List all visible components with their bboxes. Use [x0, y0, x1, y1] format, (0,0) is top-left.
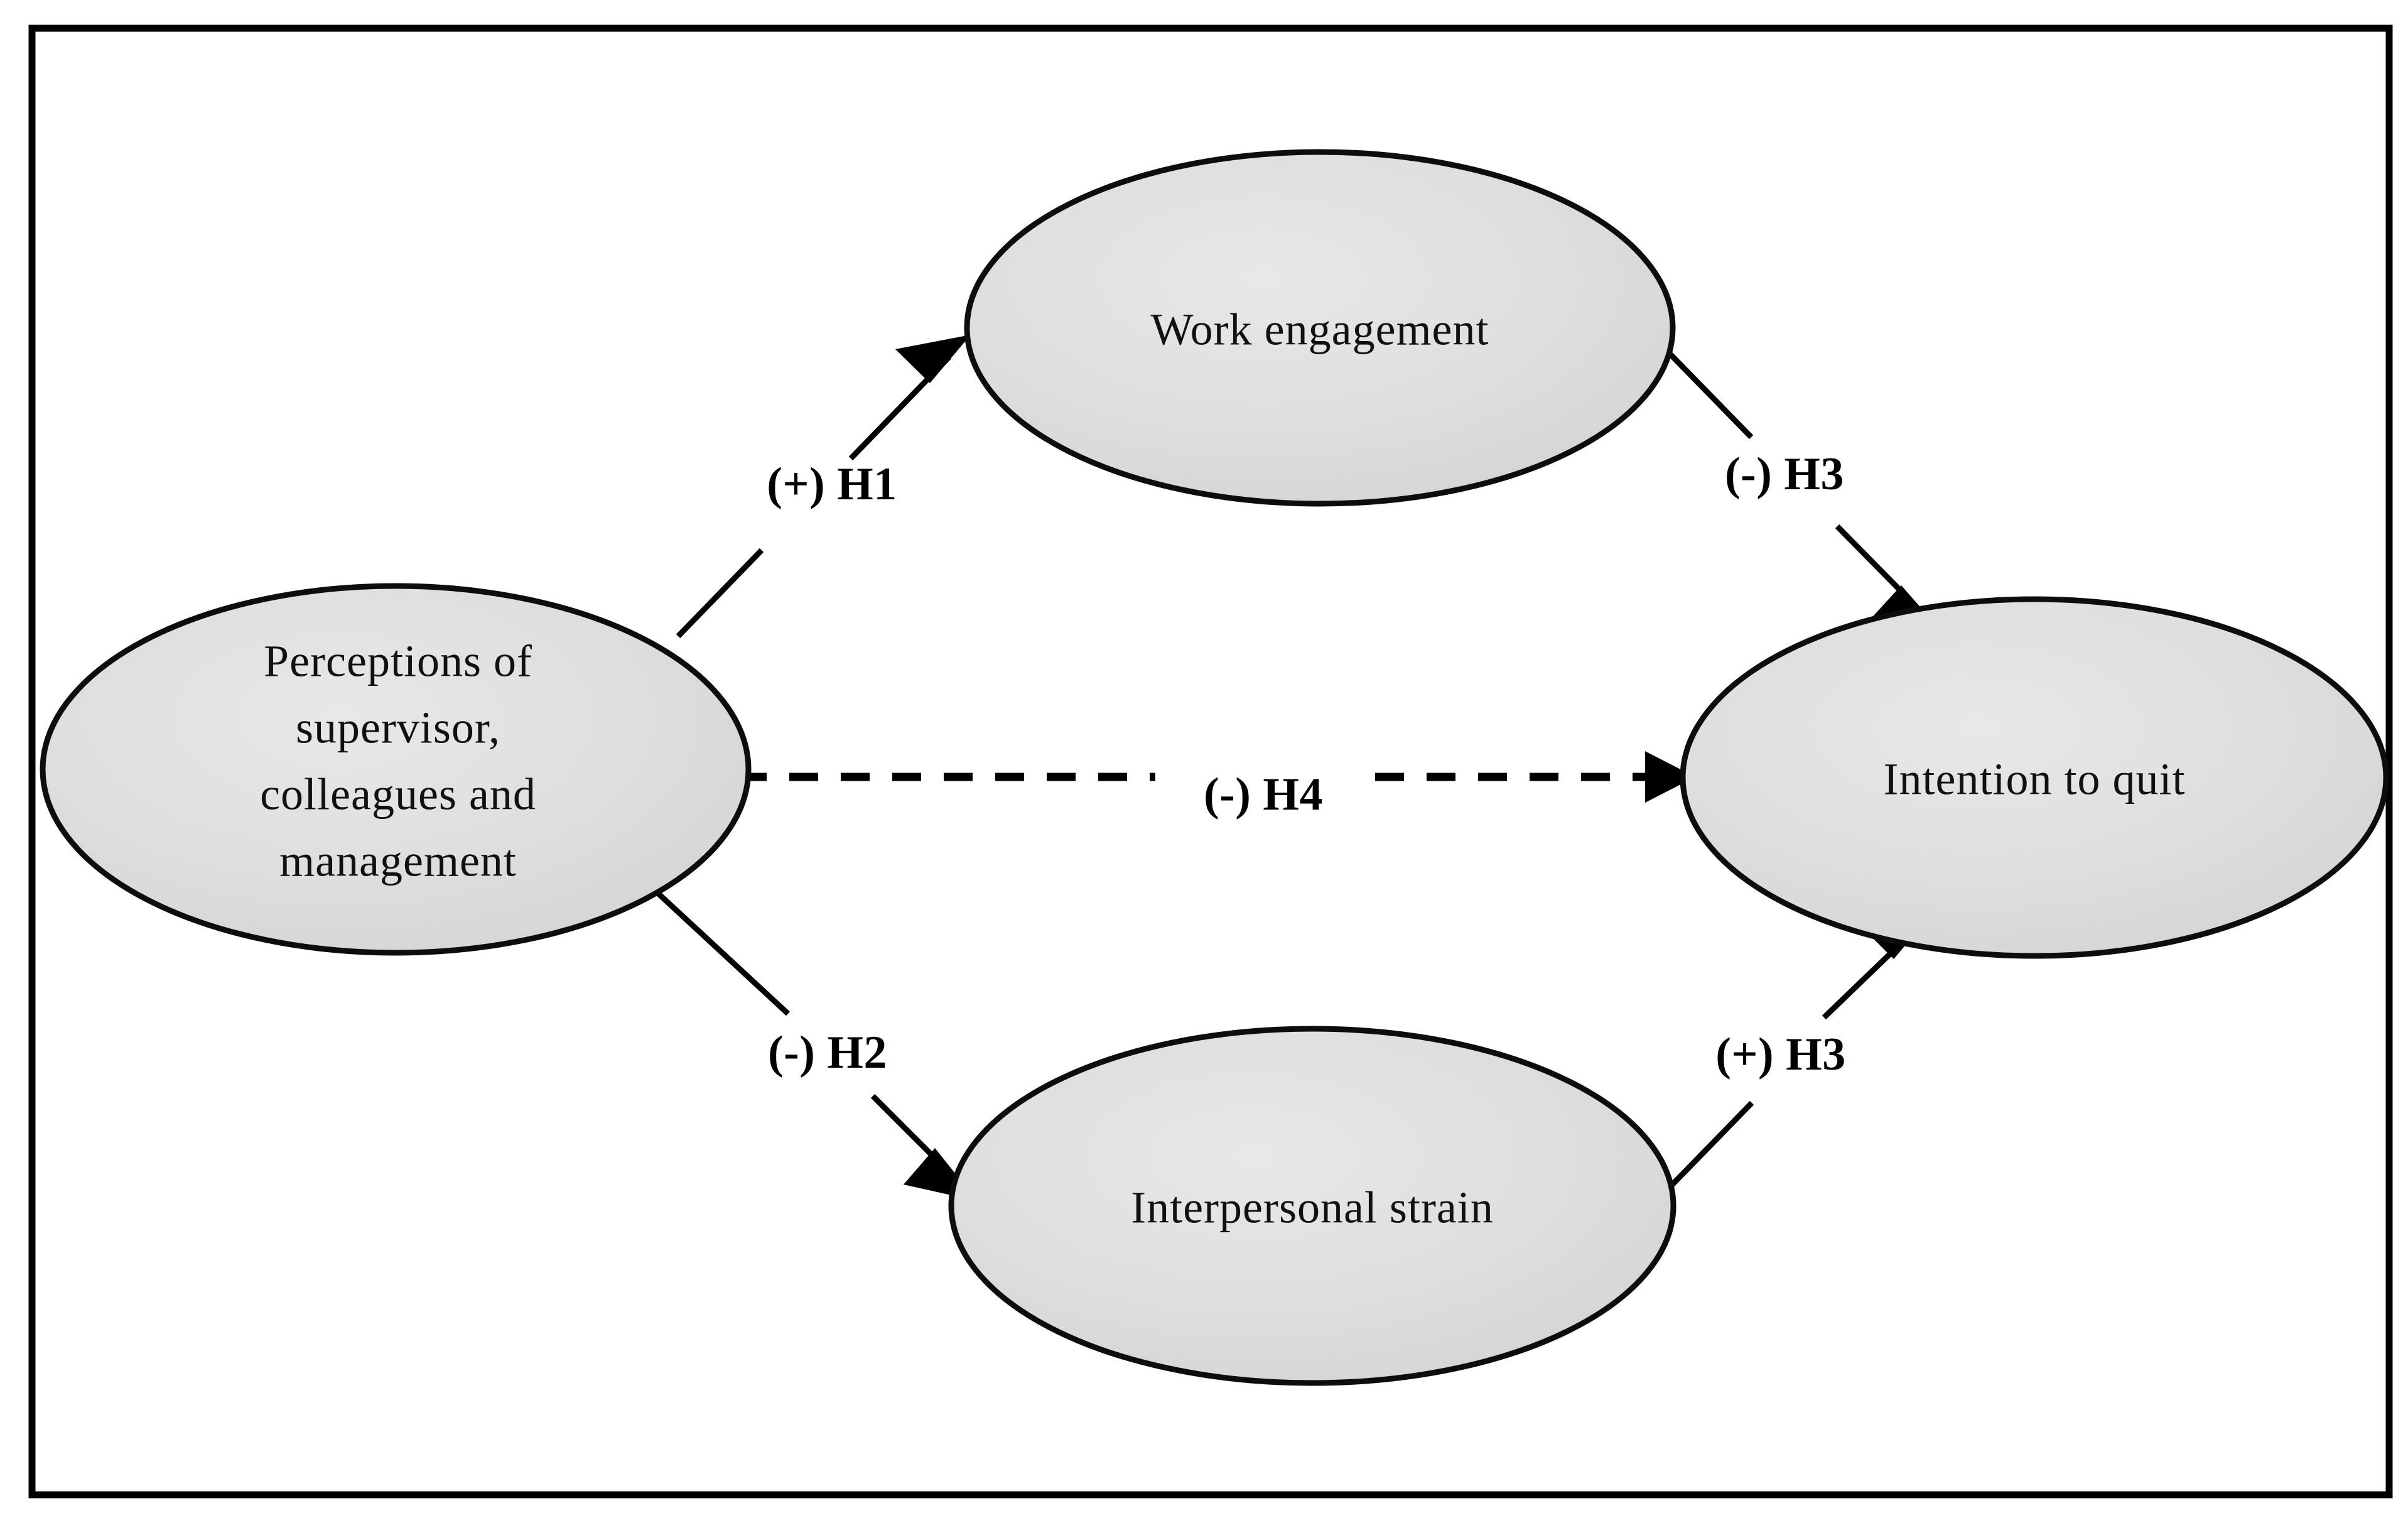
edge-h1-label: (+) H1 — [767, 458, 897, 510]
node-perceptions-line-3: colleagues and — [260, 769, 536, 820]
node-perceptions-line-1: Perceptions of — [264, 636, 532, 686]
edge-h1: (+) H1 — [676, 335, 971, 639]
node-perceptions-line-4: management — [279, 836, 517, 886]
node-interpersonal-strain[interactable]: Interpersonal strain — [948, 1026, 1676, 1386]
edge-h1-arrowhead — [895, 335, 971, 383]
edge-h3-negative-label: (-) H3 — [1725, 448, 1844, 500]
node-work-engagement-label: Work engagement — [1150, 305, 1489, 355]
node-intention-to-quit-ellipse[interactable] — [1680, 596, 2389, 959]
node-work-engagement[interactable]: Work engagement — [964, 149, 1676, 507]
figure-border-frame — [28, 24, 2393, 1499]
edge-h2-segment-upper — [651, 886, 791, 1016]
edge-h2-label: (-) H2 — [768, 1027, 887, 1078]
node-interpersonal-strain-label: Interpersonal strain — [1131, 1183, 1494, 1233]
node-perceptions-line-2: supervisor, — [296, 703, 500, 753]
node-interpersonal-strain-ellipse[interactable] — [948, 1026, 1676, 1386]
edge-h1-segment-lower — [676, 548, 764, 639]
edge-h3-negative: (-) H3 — [1646, 329, 1944, 634]
node-work-engagement-ellipse[interactable] — [964, 149, 1676, 507]
node-perceptions-ellipse[interactable] — [40, 583, 752, 956]
node-perceptions[interactable]: Perceptions of supervisor, colleagues an… — [40, 583, 752, 956]
edge-h3-positive: (+) H3 — [1655, 909, 1935, 1202]
node-intention-to-quit[interactable]: Intention to quit — [1680, 596, 2389, 959]
edge-h4-label: (-) H4 — [1204, 769, 1323, 820]
edge-h3-positive-label: (+) H3 — [1715, 1029, 1846, 1080]
edge-h4-arrowhead — [1645, 751, 1695, 803]
edge-h4: (-) H4 — [738, 751, 1695, 820]
edge-h2: (-) H2 — [651, 886, 977, 1201]
node-intention-to-quit-label: Intention to quit — [1884, 754, 2186, 805]
